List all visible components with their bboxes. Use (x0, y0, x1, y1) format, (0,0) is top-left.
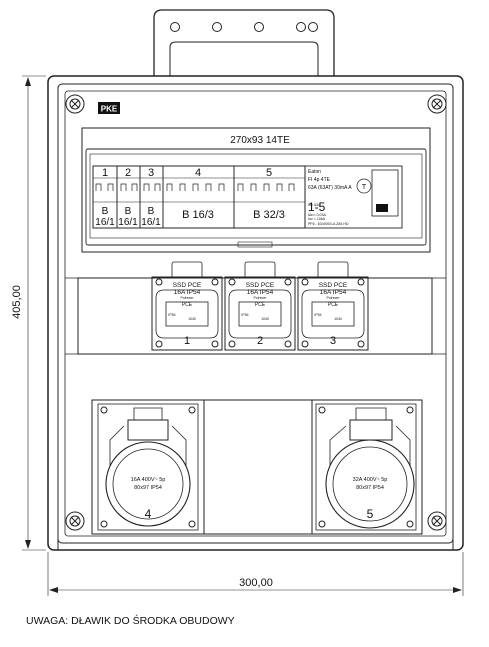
height-dimension-label: 405,00 (11, 285, 23, 319)
socket-3-maker: Polrecer (326, 296, 340, 300)
breaker-5-number: 5 (266, 167, 272, 179)
socket-1-ip: IP54 (168, 313, 175, 317)
breaker-5-type: B 32/3 (253, 209, 285, 221)
socket-2-code: 1040 (261, 317, 269, 321)
socket-3-code: 1040 (334, 317, 342, 321)
installation-note: UWAGA: DŁAWIK DO ŚRODKA OBUDOWY (26, 614, 235, 627)
socket-1-rating: 16A IP54 (174, 289, 201, 296)
socket-2-maker: Polrecer (253, 296, 267, 300)
industrial-socket-5-spec2: 80x97 IP54 (356, 485, 384, 491)
breaker-1: 1 B 16/1 (92, 165, 118, 229)
socket-1-code: 1040 (188, 317, 196, 321)
breaker-2: 2 B 16/1 (116, 165, 141, 229)
rcd-test-button (356, 178, 372, 194)
socket-2-brand: SSD PCE (246, 282, 275, 289)
rcd-model: FI 4p 4TE (308, 177, 331, 183)
rcd-spec-3: Inc = 10kA (308, 217, 326, 221)
rcd-spec-4: PF6 - 63/4/003-A Z84 HD (308, 222, 349, 226)
industrial-socket-4-spec2: 80x97 IP54 (134, 485, 162, 491)
industrial-socket-4-spec1: 16A 400V~ 5p (131, 477, 166, 483)
socket-1-number: 1 (184, 335, 190, 347)
socket-2-rating: 16A IP54 (247, 289, 274, 296)
breaker-1-number: 1 (102, 167, 108, 179)
width-dimension-label: 300,00 (239, 577, 273, 589)
socket-2-number: 2 (257, 335, 263, 347)
industrial-socket-5-spec1: 32A 400V~ 5p (353, 477, 388, 483)
breaker-2-type: B (125, 206, 132, 217)
rcd-spec-1: In= 63A (308, 203, 321, 207)
socket-2-pce: PCE (255, 302, 266, 308)
rcd-device: Eaton FI 4p 4TE 63A (63AT) 30mA A 1-5 In… (304, 165, 403, 229)
height-dimension (22, 75, 46, 551)
industrial-socket-4-number: 4 (145, 507, 152, 521)
socket-3-ip: IP54 (314, 313, 321, 317)
socket-2: SSD PCE 16A IP54 Polrecer PCE IP54 1040 … (224, 261, 296, 351)
brand-logo: PKE (98, 102, 120, 114)
breaker-2-number: 2 (125, 167, 131, 179)
breaker-1-type: B (102, 206, 109, 217)
socket-3: SSD PCE 16A IP54 Polrecer PCE IP54 1040 … (297, 261, 369, 351)
enclosure-label: 270x93 14TE (230, 135, 290, 146)
rcd-maker: Eaton (308, 169, 321, 175)
socket-1-maker: Polrecer (180, 296, 194, 300)
carry-handle (153, 9, 335, 76)
breaker-4-number: 4 (195, 167, 201, 179)
breaker-3: 3 B 16/1 (139, 165, 164, 229)
top-panel (81, 127, 431, 253)
enclosure-outer (47, 75, 464, 551)
socket-3-rating: 16A IP54 (320, 289, 347, 296)
brand-logo-text: PKE (101, 105, 118, 114)
breaker-5: 5 B 32/3 (233, 165, 306, 229)
corner-screws (65, 94, 447, 531)
svg-text:T: T (362, 184, 367, 191)
blank-plate (203, 399, 313, 535)
breaker-4: 4 B 16/3 (162, 165, 235, 229)
breaker-3-number: 3 (148, 167, 154, 179)
socket-1: SSD PCE 16A IP54 Polrecer PCE IP54 1040 … (151, 261, 223, 351)
socket-3-brand: SSD PCE (319, 282, 348, 289)
socket-1-pce: PCE (182, 302, 193, 308)
rcd-group: 1-5 (308, 200, 326, 214)
enclosure-inner (57, 83, 454, 544)
socket-3-number: 3 (330, 335, 336, 347)
device-cover (85, 148, 427, 246)
breaker-3-rating: 16/1 (141, 217, 161, 228)
breaker-2-rating: 16/1 (118, 217, 138, 228)
industrial-socket-5: 32A 400V~ 5p 80x97 IP54 5 (315, 403, 417, 531)
breaker-1-rating: 16/1 (95, 217, 115, 228)
socket-3-pce: PCE (328, 302, 339, 308)
breaker-4-type: B 16/3 (182, 209, 214, 221)
rcd-rating: 63A (63AT) 30mA A (308, 185, 352, 191)
width-dimension (47, 552, 464, 596)
industrial-socket-5-number: 5 (367, 507, 374, 521)
rcd-lever (376, 204, 388, 212)
breaker-3-type: B (148, 206, 155, 217)
socket-1-brand: SSD PCE (173, 282, 202, 289)
industrial-socket-4: 16A 400V~ 5p 80x97 IP54 4 (97, 403, 199, 531)
socket-2-ip: IP54 (241, 313, 248, 317)
rcd-spec-2: IΔn= 0.03A (308, 213, 326, 217)
